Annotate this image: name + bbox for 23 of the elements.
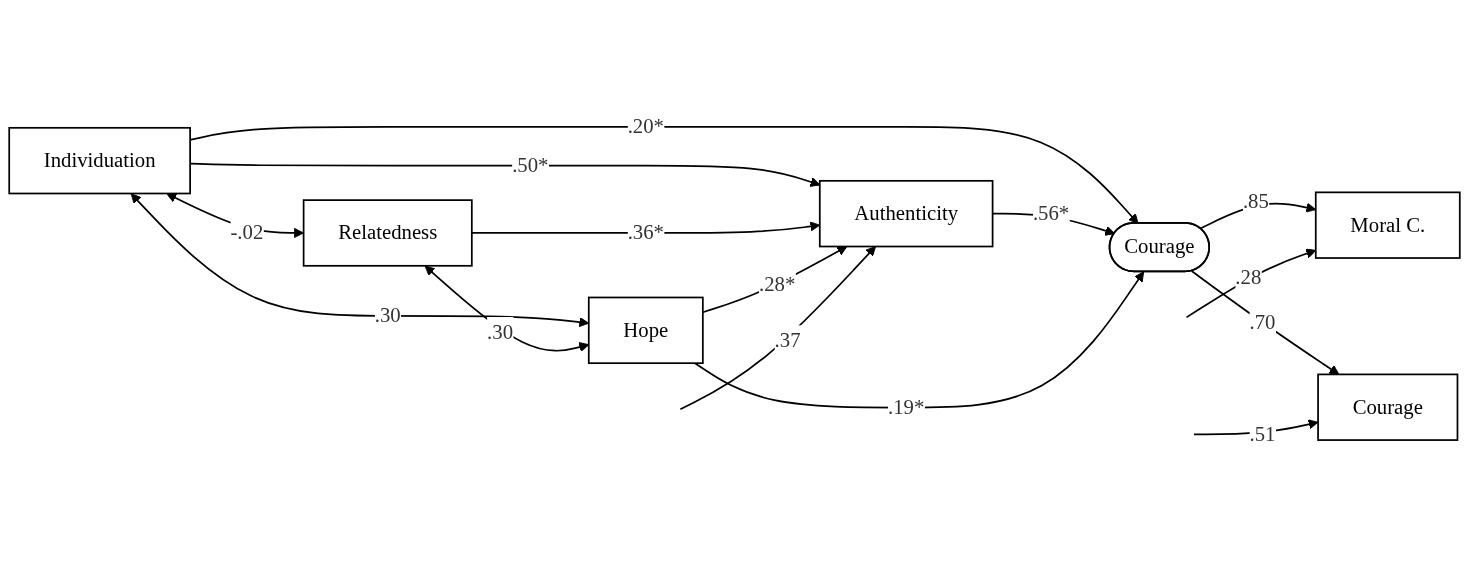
- arrow: [694, 271, 1145, 409]
- edge-label: -.02: [230, 220, 264, 244]
- arrow: [679, 246, 876, 411]
- arrow: [1190, 270, 1340, 375]
- edge-label: .50*: [512, 153, 549, 177]
- node-box: Moral C.: [1314, 191, 1461, 259]
- edge-label: .20*: [627, 114, 664, 138]
- edge-label: .30: [487, 320, 514, 344]
- edge-label: .56*: [1032, 201, 1070, 225]
- edge-label: .37: [774, 328, 801, 352]
- node-box: Individuation: [8, 126, 191, 195]
- edge-label: .28: [1235, 265, 1262, 289]
- edge-label: .28*: [759, 272, 796, 296]
- edge-label: .19*: [888, 395, 925, 419]
- edge-label: .85: [1242, 189, 1269, 213]
- node-box: Relatedness: [302, 199, 473, 267]
- node-box: Authenticity: [818, 179, 994, 248]
- edge-label: .36*: [627, 220, 664, 244]
- edge-label: .51: [1249, 422, 1276, 446]
- node-box: Hope: [587, 296, 704, 365]
- edge-label: .30: [374, 303, 401, 327]
- edge-label: .70: [1249, 311, 1276, 335]
- node-box: Courage: [1317, 373, 1459, 441]
